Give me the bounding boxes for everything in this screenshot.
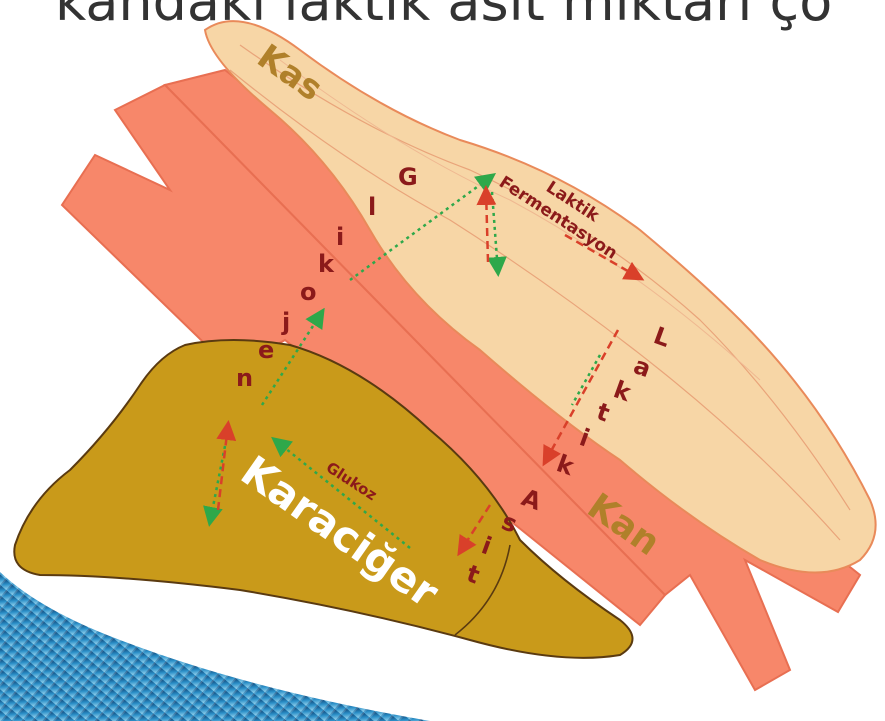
glycogen-letter: n bbox=[236, 364, 253, 392]
glycogen-letter: k bbox=[318, 250, 335, 278]
glycogen-letter: e bbox=[258, 336, 274, 364]
glycogen-letter: i bbox=[336, 223, 344, 251]
glycogen-letter: j bbox=[281, 308, 290, 336]
glycogen-letter: l bbox=[368, 193, 376, 221]
glycogen-letter: o bbox=[300, 278, 317, 306]
glycogen-letter: G bbox=[398, 163, 418, 191]
